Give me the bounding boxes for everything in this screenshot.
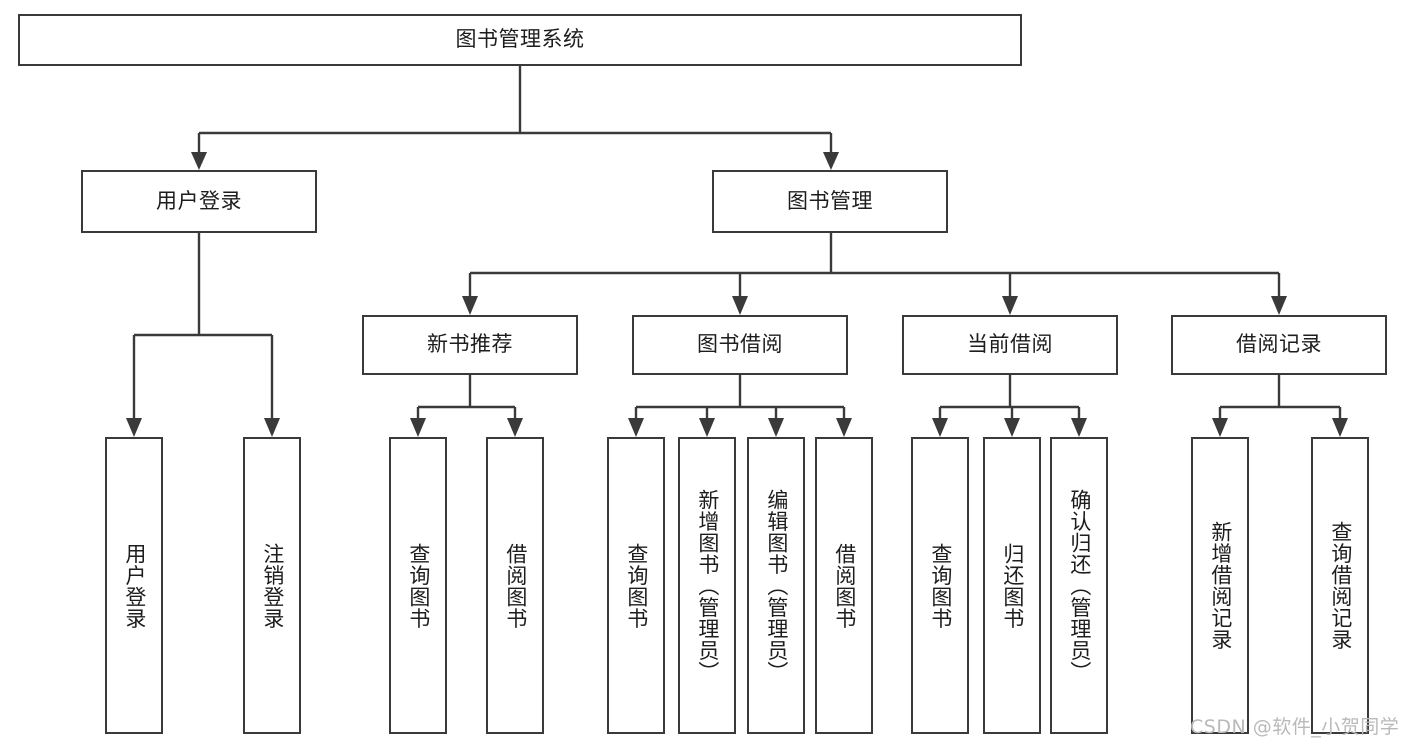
leaf-return-book-label: 归还图书 <box>1000 542 1025 629</box>
leaf-edit-book-admin[interactable]: 编辑图书（管理员） <box>747 437 805 734</box>
arrow-leaf-borrow-book-1 <box>507 418 523 437</box>
arrow-to-borrow <box>732 296 748 315</box>
node-book-management[interactable]: 图书管理 <box>712 170 948 233</box>
arrow-leaf-edit-book <box>768 418 784 437</box>
leaf-query-borrow-record-label: 查询借阅记录 <box>1328 521 1353 650</box>
arrow-leaf-query-book-1 <box>410 418 426 437</box>
arrow-leaf-return-book <box>1004 418 1020 437</box>
arrow-to-book-mgmt <box>823 152 839 170</box>
leaf-borrow-book-newbook[interactable]: 借阅图书 <box>486 437 544 734</box>
leaf-borrow-book-label: 借阅图书 <box>832 542 857 629</box>
node-new-book-recommend-label: 新书推荐 <box>427 332 513 357</box>
leaf-query-book-newbook-label: 查询图书 <box>406 542 431 629</box>
arrow-to-current <box>1002 296 1018 315</box>
leaf-add-borrow-record[interactable]: 新增借阅记录 <box>1191 437 1249 734</box>
leaf-add-book-admin-label: 新增图书（管理员） <box>695 488 720 683</box>
node-new-book-recommend[interactable]: 新书推荐 <box>362 315 578 375</box>
node-root[interactable]: 图书管理系统 <box>18 14 1022 66</box>
leaf-query-book-borrow-label: 查询图书 <box>624 542 649 629</box>
arrow-leaf-confirm-return <box>1071 418 1087 437</box>
leaf-query-book-borrow[interactable]: 查询图书 <box>607 437 665 734</box>
leaf-logout-label: 注销登录 <box>260 542 285 629</box>
leaf-borrow-book[interactable]: 借阅图书 <box>815 437 873 734</box>
node-user-login-label: 用户登录 <box>156 188 242 213</box>
leaf-add-borrow-record-label: 新增借阅记录 <box>1208 521 1233 650</box>
node-current-borrow[interactable]: 当前借阅 <box>902 315 1118 375</box>
arrow-leaf-user-login <box>126 418 142 437</box>
leaf-user-login-label: 用户登录 <box>122 542 147 629</box>
arrow-leaf-query-book-3 <box>932 418 948 437</box>
node-book-management-label: 图书管理 <box>787 188 873 213</box>
leaf-return-book[interactable]: 归还图书 <box>983 437 1041 734</box>
leaf-confirm-return-admin-label: 确认归还（管理员） <box>1067 488 1092 683</box>
arrow-to-record <box>1271 296 1287 315</box>
leaf-user-login[interactable]: 用户登录 <box>105 437 163 734</box>
node-book-borrow[interactable]: 图书借阅 <box>632 315 848 375</box>
arrow-to-user-login <box>191 152 207 170</box>
leaf-edit-book-admin-label: 编辑图书（管理员） <box>764 488 789 683</box>
arrow-leaf-query-book-2 <box>628 418 644 437</box>
arrow-leaf-add-record <box>1212 418 1228 437</box>
leaf-borrow-book-newbook-label: 借阅图书 <box>503 542 528 629</box>
node-user-login[interactable]: 用户登录 <box>81 170 317 233</box>
node-borrow-record[interactable]: 借阅记录 <box>1171 315 1387 375</box>
leaf-query-book-newbook[interactable]: 查询图书 <box>389 437 447 734</box>
leaf-query-book-current-label: 查询图书 <box>928 542 953 629</box>
node-book-borrow-label: 图书借阅 <box>697 332 783 357</box>
arrow-leaf-add-book <box>699 418 715 437</box>
node-borrow-record-label: 借阅记录 <box>1236 332 1322 357</box>
leaf-confirm-return-admin[interactable]: 确认归还（管理员） <box>1050 437 1108 734</box>
leaf-logout[interactable]: 注销登录 <box>243 437 301 734</box>
leaf-query-book-current[interactable]: 查询图书 <box>911 437 969 734</box>
node-root-label: 图书管理系统 <box>455 27 585 52</box>
node-current-borrow-label: 当前借阅 <box>967 332 1053 357</box>
leaf-add-book-admin[interactable]: 新增图书（管理员） <box>678 437 736 734</box>
arrow-to-new-book <box>462 296 478 315</box>
csdn-watermark: CSDN @软件_小贺同学 <box>1190 716 1400 738</box>
arrow-leaf-logout <box>264 418 280 437</box>
arrow-leaf-query-record <box>1332 418 1348 437</box>
leaf-query-borrow-record[interactable]: 查询借阅记录 <box>1311 437 1369 734</box>
arrow-leaf-borrow-book-2 <box>836 418 852 437</box>
